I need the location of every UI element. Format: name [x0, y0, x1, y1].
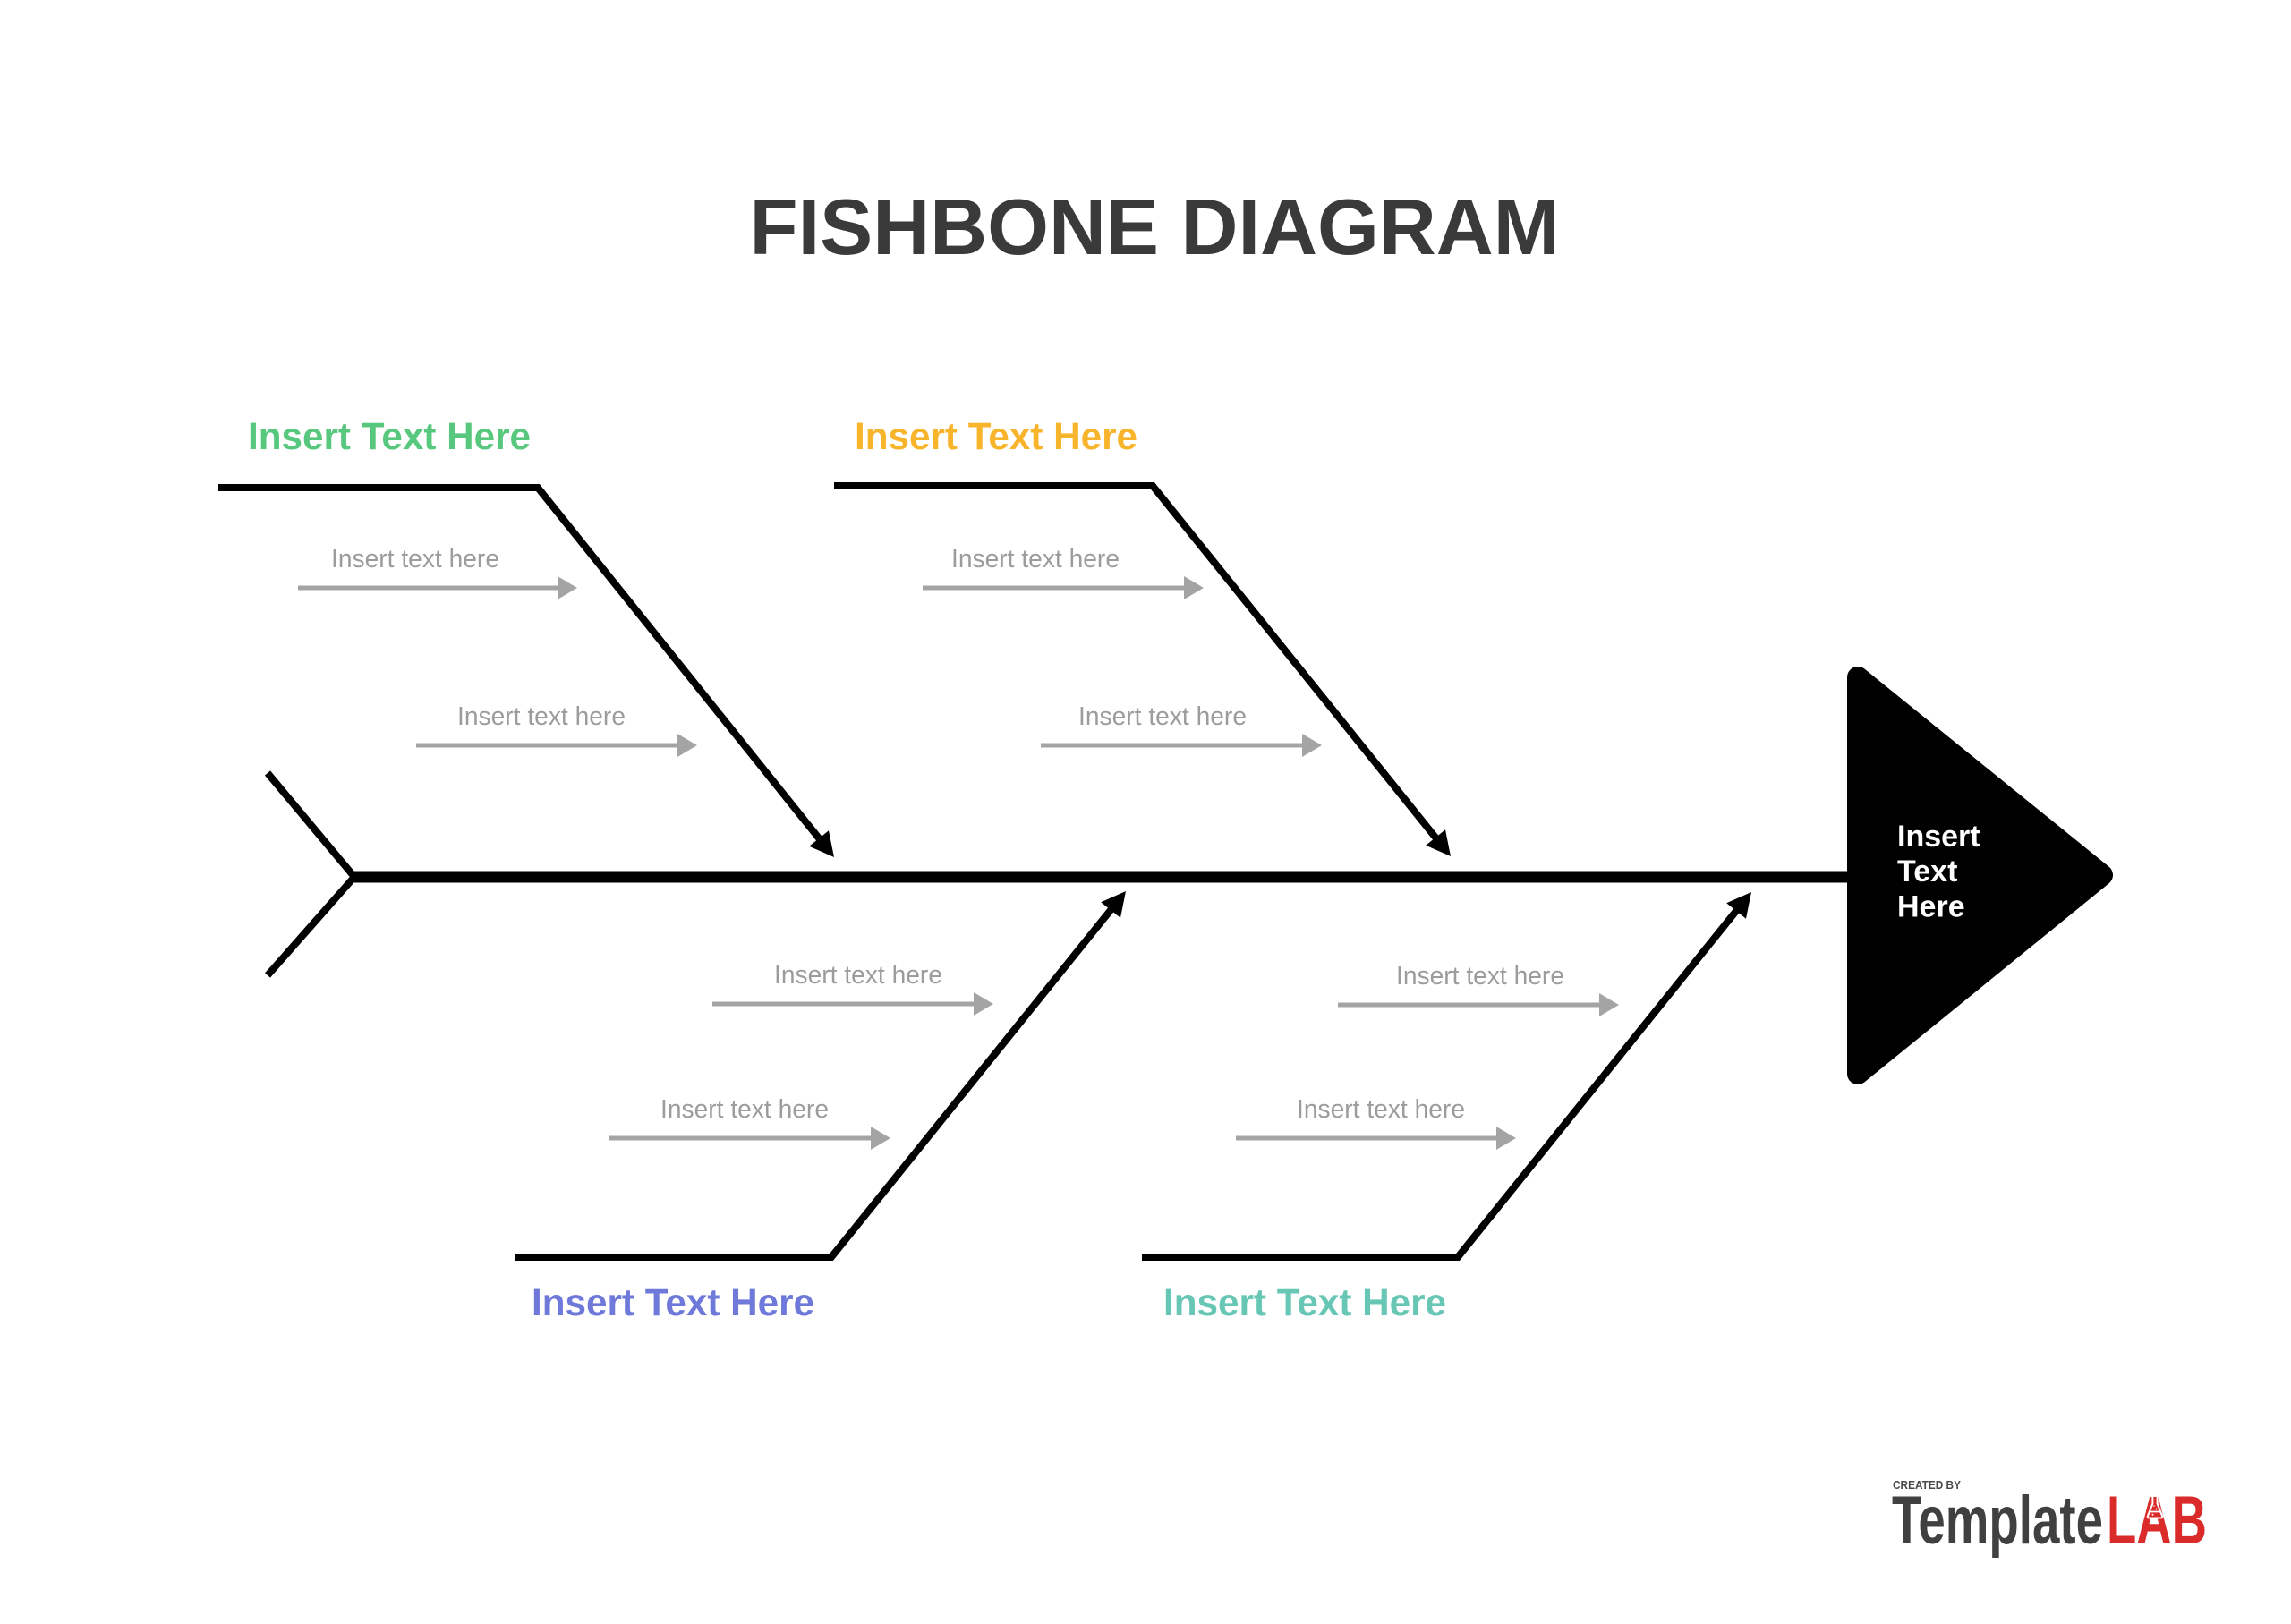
svg-text:CREATED BY: CREATED BY [1893, 1479, 1962, 1492]
svg-text:Insert text here: Insert text here [331, 545, 499, 574]
svg-text:Text: Text [1897, 855, 1957, 889]
svg-text:FISHBONE DIAGRAM: FISHBONE DIAGRAM [750, 183, 1560, 271]
svg-text:Insert Text Here: Insert Text Here [248, 416, 531, 458]
svg-text:Insert text here: Insert text here [774, 961, 942, 990]
svg-text:Here: Here [1897, 889, 1965, 923]
svg-text:Insert: Insert [1897, 820, 1980, 854]
svg-text:Template: Template [1892, 1483, 2103, 1559]
svg-text:Insert text here: Insert text here [660, 1095, 829, 1124]
svg-text:Insert text here: Insert text here [1078, 702, 1247, 731]
svg-text:Insert Text Here: Insert Text Here [1163, 1282, 1446, 1324]
svg-text:Insert Text Here: Insert Text Here [855, 416, 1137, 458]
svg-text:Insert text here: Insert text here [1396, 962, 1564, 991]
svg-text:Insert text here: Insert text here [951, 545, 1120, 574]
svg-text:LAB: LAB [2107, 1483, 2207, 1559]
svg-text:Insert Text Here: Insert Text Here [532, 1282, 814, 1324]
svg-text:Insert text here: Insert text here [457, 702, 626, 731]
svg-text:Insert text here: Insert text here [1297, 1095, 1465, 1124]
